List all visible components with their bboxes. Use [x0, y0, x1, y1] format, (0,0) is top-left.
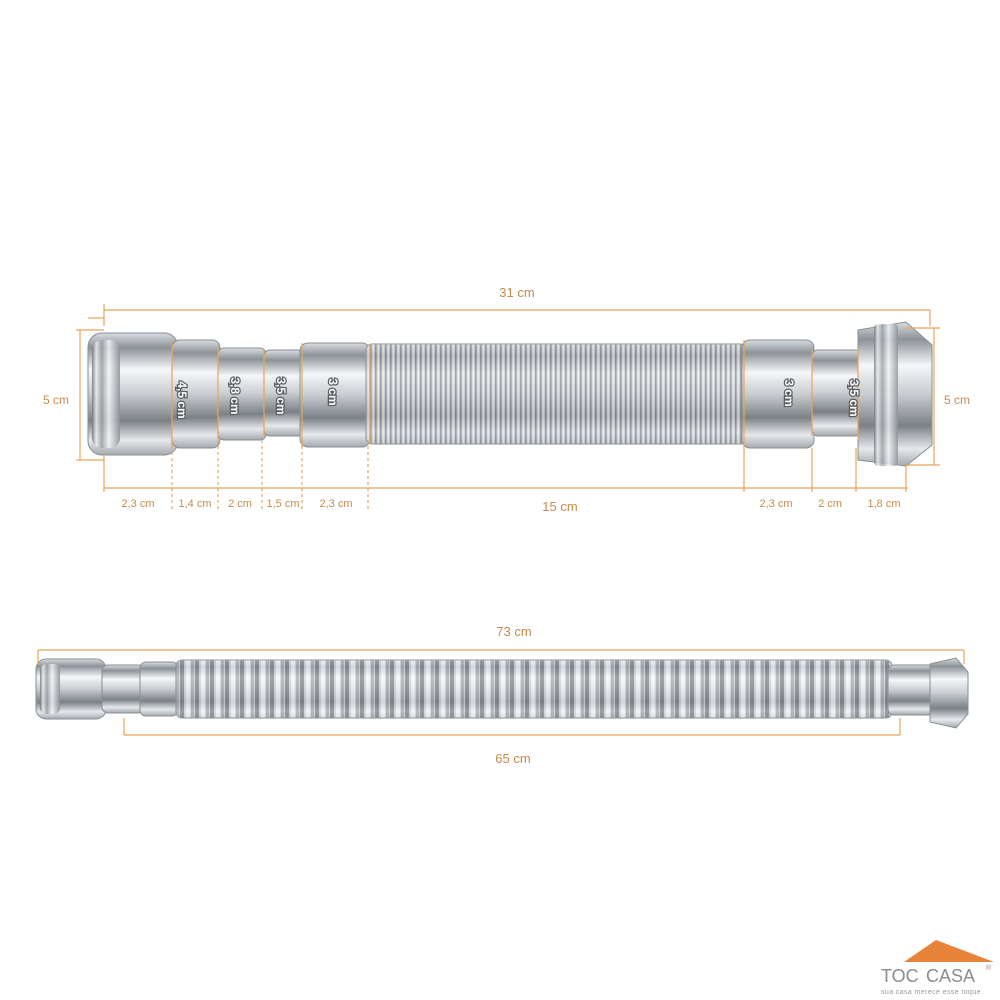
diameter-labels: 4,5 cm 3,8 cm 3,5 cm 3 cm 3 cm 3,5 cm [174, 376, 863, 420]
segment-label-s1: 2,3 cm [121, 498, 154, 510]
logo-registered-mark: ® [986, 964, 992, 972]
compressed-labels: 31 cm 5 cm 5 cm 2,3 cm 1,4 cm 2 cm 1,5 c… [43, 285, 970, 514]
total-length-label: 73 cm [496, 624, 531, 639]
logo-brand-left: TOC [881, 966, 919, 986]
hose-length-label: 65 cm [495, 751, 530, 766]
diameter-label-d6: 3,5 cm [847, 379, 861, 416]
overall-length-label: 31 cm [499, 285, 534, 300]
diameter-label-d2: 3,8 cm [228, 377, 242, 414]
height-right-label: 5 cm [944, 393, 970, 407]
toc-casa-logo: TOC CASA ® sua casa merece esse toque [881, 940, 994, 996]
diameter-label-d5: 3 cm [782, 379, 796, 406]
segment-label-flex: 15 cm [542, 499, 577, 514]
house-roof-icon [904, 940, 994, 962]
compressed-dimension-lines [76, 304, 940, 512]
diameter-label-d1: 4,5 cm [175, 381, 189, 418]
segment-label-s7: 2 cm [818, 498, 842, 510]
height-left-label: 5 cm [43, 393, 69, 407]
segment-label-s8: 1,8 cm [867, 498, 900, 510]
extended-drain-illustration [35, 657, 969, 729]
segment-label-s6: 2,3 cm [759, 498, 792, 510]
segment-label-s2: 1,4 cm [178, 498, 211, 510]
segment-label-s3: 2 cm [228, 498, 252, 510]
extended-labels: 73 cm 65 cm [495, 624, 531, 766]
extended-dimension-lines [37, 649, 965, 736]
logo-tagline: sua casa merece esse toque [881, 989, 981, 996]
diameter-label-d3: 3,5 cm [274, 377, 288, 414]
segment-label-s5: 2,3 cm [319, 498, 352, 510]
logo-brand-right: CASA [926, 966, 975, 986]
segment-label-s4: 1,5 cm [266, 498, 299, 510]
compressed-drain-illustration [87, 321, 933, 467]
diameter-label-d4: 3 cm [326, 378, 340, 405]
